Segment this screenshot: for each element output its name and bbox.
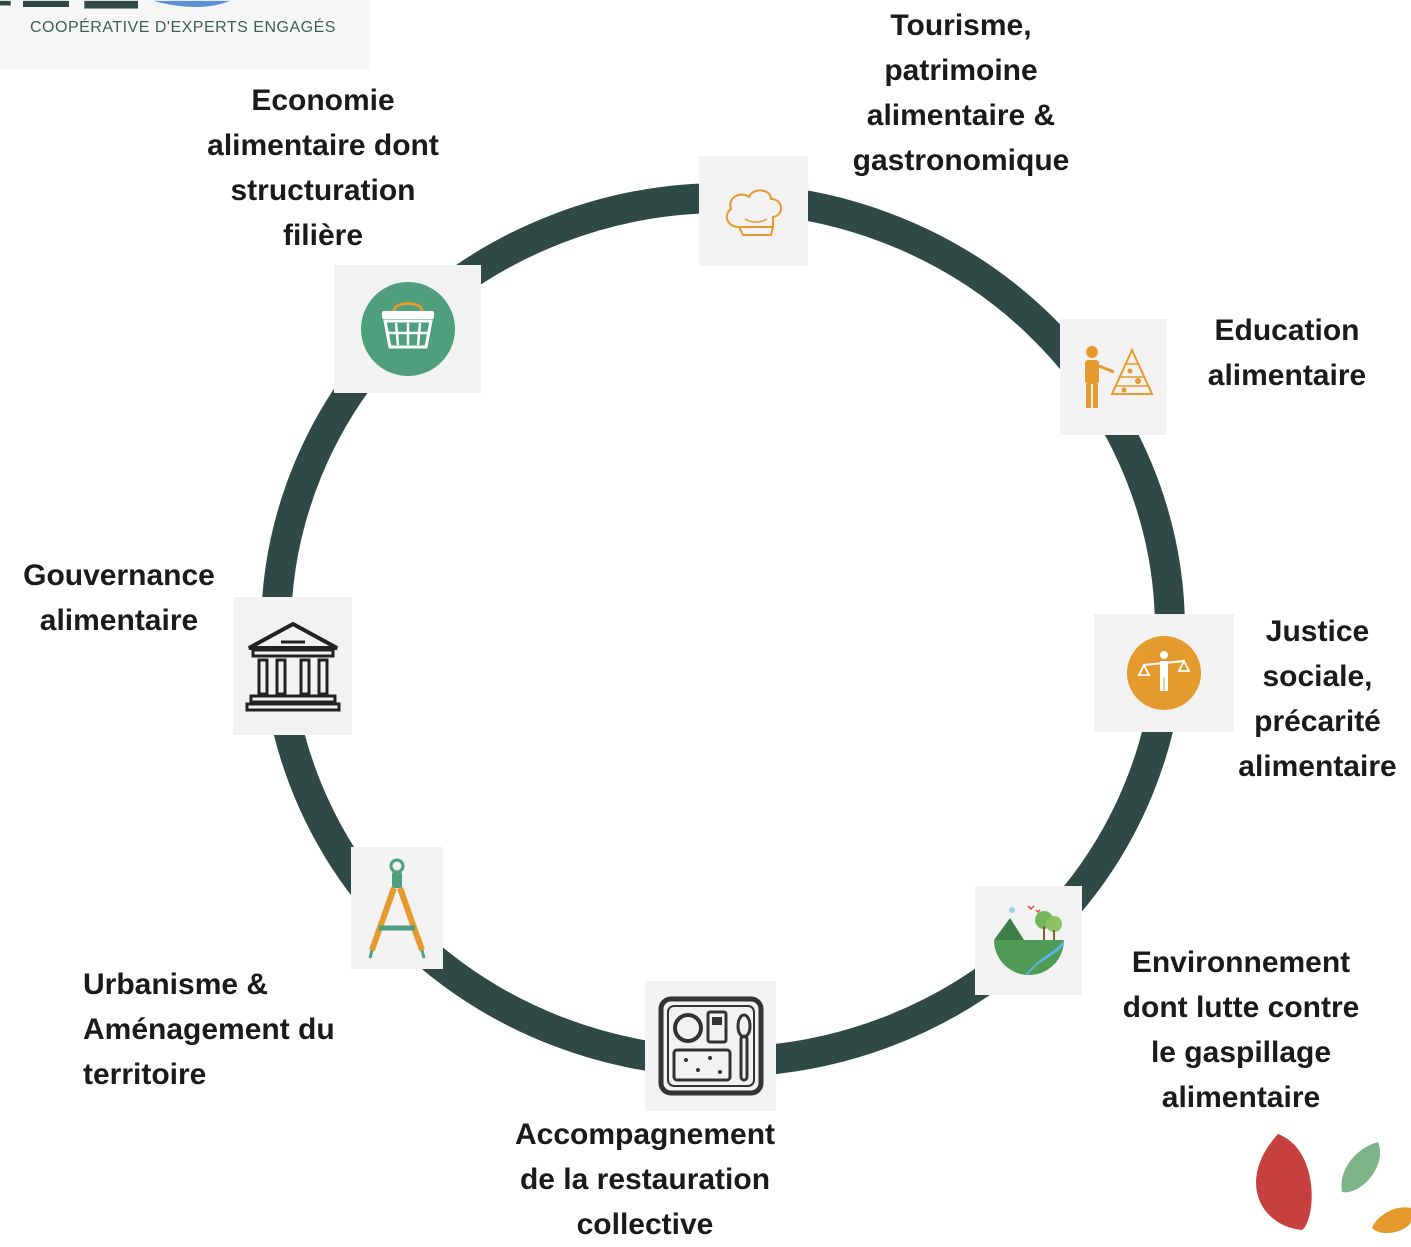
tourisme-icon-tile <box>699 156 808 266</box>
meal-tray-icon <box>658 996 763 1096</box>
cooperative-logo: COOPÉRATIVE D'EXPERTS ENGAGÉS <box>0 0 370 70</box>
drawing-compass-icon <box>368 858 426 959</box>
restauration-icon-tile <box>645 981 776 1111</box>
justice-label: Justice sociale, précarité alimentaire <box>1238 615 1397 783</box>
economie-label: Economie alimentaire dont structuration … <box>207 84 439 252</box>
restauration-label: Accompagnement de la restauration collec… <box>514 1118 776 1241</box>
logo-mark-icon <box>0 0 230 9</box>
government-building-icon <box>245 621 340 712</box>
education-label: Education alimentaire <box>1207 314 1367 392</box>
economie-icon-tile <box>334 265 481 393</box>
leaves-decoration-icon <box>1256 1134 1411 1234</box>
justice-icon-tile <box>1094 614 1234 732</box>
justice-scales-icon <box>1127 636 1201 710</box>
logo-tagline: COOPÉRATIVE D'EXPERTS ENGAGÉS <box>30 19 336 36</box>
environnement-icon-tile <box>975 886 1082 995</box>
chef-hat-icon <box>725 189 782 236</box>
urbanisme-label: Urbanisme & Aménagement du territoire <box>83 968 335 1091</box>
gouvernance-icon-tile <box>233 597 352 735</box>
urbanisme-icon-tile <box>351 847 443 969</box>
gouvernance-label: Gouvernance alimentaire <box>23 559 215 637</box>
landscape-globe-icon <box>993 904 1064 975</box>
shopping-basket-icon <box>360 282 455 376</box>
education-icon-tile <box>1060 319 1167 435</box>
tourisme-label: Tourisme, patrimoine alimentaire & gastr… <box>852 9 1070 177</box>
environnement-label: Environnement dont lutte contre le gaspi… <box>1122 946 1360 1114</box>
teacher-food-pyramid-icon <box>1084 346 1154 408</box>
